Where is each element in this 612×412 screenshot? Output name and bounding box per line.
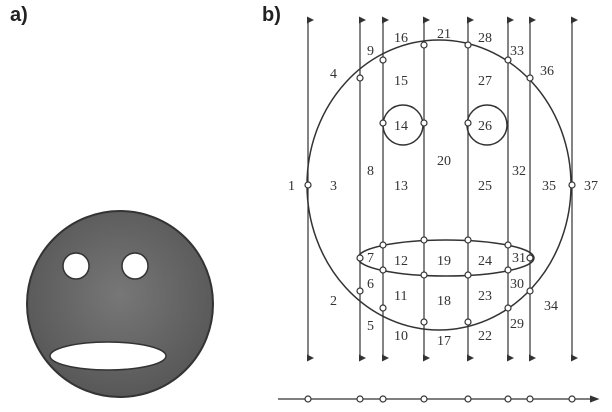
vertex — [464, 119, 472, 127]
vertex — [420, 318, 428, 326]
region-label: 33 — [510, 44, 524, 59]
right-eye — [121, 252, 149, 280]
axis-point — [356, 395, 364, 403]
region-label: 28 — [478, 31, 492, 46]
vertex — [464, 318, 472, 326]
region-label: 5 — [367, 319, 374, 334]
region-label: 23 — [478, 289, 492, 304]
region-label: 29 — [510, 317, 524, 332]
vertex — [304, 181, 312, 189]
vertex — [526, 287, 534, 295]
axis-point — [568, 395, 576, 403]
axis-dots — [304, 395, 576, 403]
vertex-dots — [304, 41, 576, 326]
vertex — [504, 241, 512, 249]
region-label: 21 — [437, 27, 451, 42]
region-label: 13 — [394, 179, 408, 194]
region-label: 27 — [478, 74, 492, 89]
vertex — [464, 271, 472, 279]
vertex — [504, 56, 512, 64]
face-outline — [306, 39, 572, 331]
vertex — [464, 236, 472, 244]
axis-point — [420, 395, 428, 403]
region-label: 18 — [437, 294, 451, 309]
axis-point — [464, 395, 472, 403]
region-label: 25 — [478, 179, 492, 194]
axis-point — [379, 395, 387, 403]
region-label: 1 — [288, 179, 295, 194]
vertex — [526, 254, 534, 262]
region-label: 30 — [510, 277, 524, 292]
left-eye — [62, 252, 90, 280]
region-label: 20 — [437, 154, 451, 169]
region-label: 19 — [437, 254, 451, 269]
vertex — [504, 266, 512, 274]
vertex — [420, 41, 428, 49]
region-labels: 1 2 3 4 5 6 7 8 9 10 11 12 13 14 15 16 1… — [288, 27, 598, 349]
vertex — [356, 254, 364, 262]
region-label: 10 — [394, 329, 408, 344]
vertex — [356, 287, 364, 295]
region-label: 16 — [394, 31, 408, 46]
region-label: 34 — [544, 299, 558, 314]
vertex — [356, 74, 364, 82]
region-label: 8 — [367, 164, 374, 179]
region-label: 15 — [394, 74, 408, 89]
vertex — [464, 41, 472, 49]
axis-point — [504, 395, 512, 403]
region-label: 24 — [478, 254, 492, 269]
vertex — [568, 181, 576, 189]
vertex — [379, 304, 387, 312]
vertex — [420, 119, 428, 127]
panel-b-label: b) — [262, 4, 281, 26]
region-label: 14 — [394, 119, 408, 134]
region-label: 22 — [478, 329, 492, 344]
region-label: 35 — [542, 179, 556, 194]
vertex — [504, 304, 512, 312]
region-label: 3 — [330, 179, 337, 194]
region-label: 37 — [584, 179, 598, 194]
region-label: 12 — [394, 254, 408, 269]
region-label: 6 — [367, 277, 374, 292]
vertex — [526, 74, 534, 82]
vertex — [420, 271, 428, 279]
region-label: 2 — [330, 294, 337, 309]
region-label: 26 — [478, 119, 492, 134]
region-label: 11 — [394, 289, 407, 304]
vertex — [379, 266, 387, 274]
vertex — [420, 236, 428, 244]
region-label: 17 — [437, 334, 451, 349]
region-label: 4 — [330, 67, 337, 82]
region-label: 9 — [367, 44, 374, 59]
region-label: 36 — [540, 64, 554, 79]
panel-a-label: a) — [10, 4, 28, 26]
panel-b-diagram: 1 2 3 4 5 6 7 8 9 10 11 12 13 14 15 16 1… — [278, 16, 600, 403]
axis-point — [304, 395, 312, 403]
region-label: 31 — [512, 251, 526, 266]
axis-point — [526, 395, 534, 403]
vertex — [379, 119, 387, 127]
region-label: 7 — [367, 251, 374, 266]
mouth — [49, 341, 167, 371]
panel-a-face — [26, 210, 214, 398]
vertex — [379, 241, 387, 249]
region-label: 32 — [512, 164, 526, 179]
vertex — [379, 56, 387, 64]
